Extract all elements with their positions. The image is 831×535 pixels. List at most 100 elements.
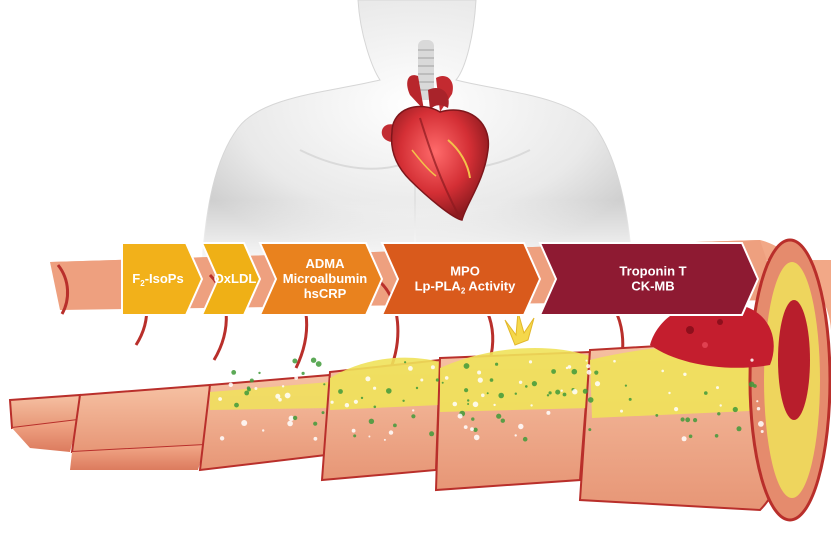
plaque-speckle	[683, 373, 686, 376]
plaque-speckle	[467, 403, 469, 405]
plaque-speckle	[368, 436, 370, 438]
plaque-speckle	[361, 397, 363, 399]
plaque-speckle	[436, 378, 439, 381]
plaque-speckle	[345, 403, 349, 407]
plaque-speckle	[493, 404, 495, 406]
plaque-speckle	[689, 435, 693, 439]
biomarker-arrow-mpo	[382, 243, 540, 315]
plaque-speckle	[566, 367, 568, 369]
biomarker-label-mpo-0: MPO	[450, 264, 480, 279]
plaque-speckle	[473, 428, 477, 432]
plaque-speckle	[386, 388, 392, 394]
plaque-speckle	[525, 385, 528, 388]
plaque-speckle	[412, 409, 414, 411]
plaque-speckle	[749, 382, 755, 388]
plaque-speckle	[338, 389, 343, 394]
plaque-speckle	[625, 385, 627, 387]
plaque-speckle	[374, 406, 377, 409]
plaque-speckle	[234, 403, 239, 408]
plaque-speckle	[518, 424, 523, 429]
plaque-speckle	[757, 407, 760, 410]
plaque-speckle	[429, 431, 434, 436]
plaque-speckle	[322, 411, 325, 414]
plaque-speckle	[717, 412, 720, 415]
plaque-speckle	[313, 422, 317, 426]
plaque-speckle	[546, 411, 550, 415]
plaque-speckle	[226, 378, 228, 380]
plaque-speckle	[477, 371, 481, 375]
plaque-speckle	[354, 400, 358, 404]
biomarker-label-adma-1: Microalbumin	[283, 271, 368, 286]
plaque-speckle	[262, 429, 264, 431]
plaque-speckle	[588, 397, 594, 403]
plaque-speckle	[655, 414, 658, 417]
plaque-speckle	[515, 393, 517, 395]
plaque-speckle	[681, 417, 685, 421]
plaque-speckle	[594, 371, 598, 375]
plaque-speckle	[586, 360, 588, 362]
plaque-speckle	[404, 361, 406, 363]
plaque-speckle	[620, 410, 623, 413]
plaque-speckle	[316, 361, 322, 367]
plaque-speckle	[458, 414, 463, 419]
plaque-speckle	[453, 402, 458, 407]
plaque-speckle	[250, 379, 254, 383]
plaque-speckle	[733, 407, 738, 412]
plaque-speckle	[464, 425, 468, 429]
plaque-speckle	[572, 389, 577, 394]
plaque-speckle	[588, 428, 591, 431]
plaque-speckle	[445, 376, 449, 380]
plaque-speckle	[402, 400, 404, 402]
plaque-speckle	[595, 381, 600, 386]
plaque-speckle	[302, 372, 305, 375]
plaque-speckle	[613, 360, 616, 363]
biomarker-label-trop-0: Troponin T	[619, 264, 686, 279]
plaque-speckle	[682, 436, 687, 441]
plaque-speckle	[529, 360, 532, 363]
plaque-speckle	[761, 430, 764, 433]
plaque-speckle	[519, 381, 522, 384]
plaque-speckle	[411, 414, 415, 418]
biomarker-label-adma-0: ADMA	[306, 256, 346, 271]
plaque-speckle	[515, 434, 517, 436]
plaque-speckle	[420, 379, 423, 382]
plaque-speckle	[244, 391, 249, 396]
plaque-speckle	[365, 376, 370, 381]
plaque-speckle	[285, 393, 291, 399]
plaque-speckle	[720, 404, 722, 406]
plaque-speckle	[314, 437, 318, 441]
plaque-speckle	[416, 387, 418, 389]
plaque-speckle	[563, 393, 567, 397]
plaque-speckle	[758, 421, 764, 427]
plaque-speckle	[473, 402, 479, 408]
plaque-speckle	[231, 370, 236, 375]
plaque-speckle	[532, 381, 537, 386]
biomarker-label-oxldl-0: OxLDL	[214, 271, 257, 286]
plaque-speckle	[353, 434, 356, 437]
plaque-speckle	[384, 439, 386, 441]
plaque-speckle	[547, 394, 549, 396]
plaque-speckle	[496, 414, 501, 419]
plaque-speckle	[292, 359, 297, 364]
plaque-speckle	[685, 417, 690, 422]
plaque-speckle	[481, 394, 485, 398]
plaque-speckle	[282, 385, 284, 387]
plaque-speckle	[715, 434, 719, 438]
plaque-speckle	[408, 366, 413, 371]
plaque-speckle	[551, 369, 556, 374]
plaque-speckle	[331, 401, 334, 404]
plaque-speckle	[674, 407, 678, 411]
biomarker-label-trop-1: CK-MB	[631, 279, 674, 294]
plaque-speckle	[501, 419, 505, 423]
plaque-speckle	[487, 392, 489, 394]
plaque-speckle	[750, 359, 753, 362]
plaque-speckle	[464, 388, 468, 392]
plaque-speckle	[275, 394, 280, 399]
plaque-speckle	[369, 419, 374, 424]
biomarker-label-mpo-1: Lp-PLA2 Activity	[415, 279, 517, 296]
plaque-speckle	[756, 400, 758, 402]
plaque-speckle	[241, 420, 247, 426]
plaque-speckle	[478, 378, 483, 383]
plaque-speckle	[254, 387, 257, 390]
